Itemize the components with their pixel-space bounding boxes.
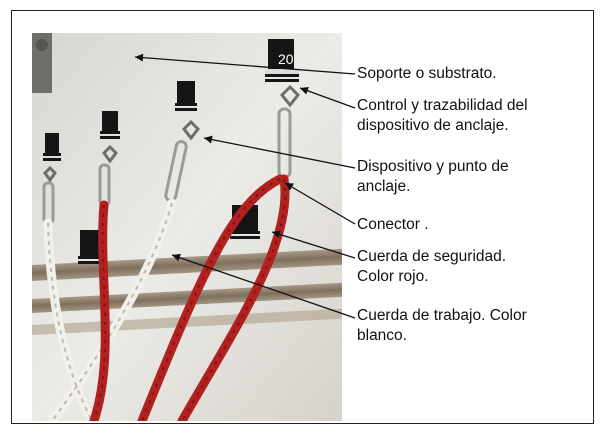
label-substrate: Soporte o substrato. <box>357 65 497 82</box>
anchor-device <box>43 84 301 183</box>
label-work-rope: Cuerda de trabajo. Color blanco. <box>357 307 527 344</box>
label-control-traceability: Control y trazabilidad del dispositivo d… <box>357 97 528 134</box>
plate-number: 20 <box>278 51 294 67</box>
label-safety-rope: Cuerda de seguridad. Color rojo. <box>357 248 507 285</box>
label-anchor-device: Dispositivo y punto de anclaje. <box>357 158 509 195</box>
label-connector: Conector . <box>357 216 429 233</box>
anchor-photo: 20 <box>32 33 342 421</box>
